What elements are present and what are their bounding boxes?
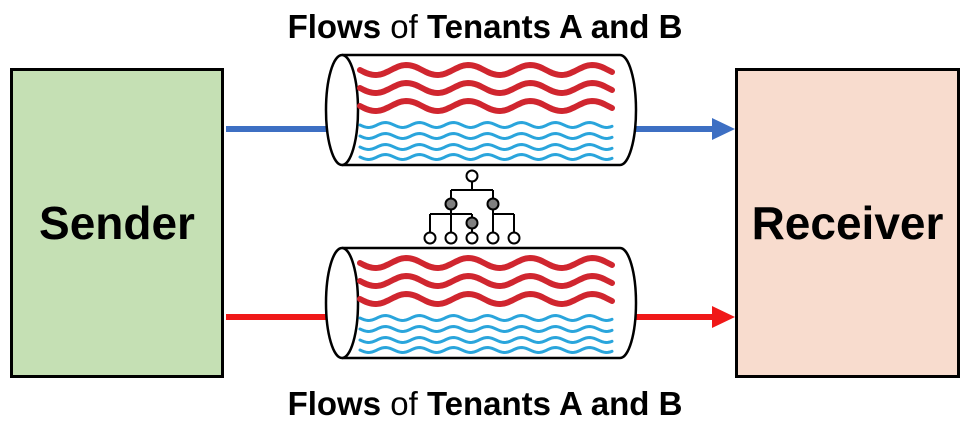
bottom-tenant-b-flow — [358, 335, 614, 345]
top-caption-tenants: Tenants A and B — [426, 8, 683, 45]
bottom-tenant-a-flow — [357, 272, 615, 290]
top-tenant-b-flow — [358, 120, 614, 130]
top-caption-flows: Flows — [287, 8, 382, 45]
top-tenant-a-flow — [357, 97, 615, 115]
bottom-caption-of: of — [381, 385, 427, 422]
bottom-tenant-a-flow — [357, 290, 615, 308]
sender-box: Sender — [10, 68, 224, 378]
top-tenant-a-flow — [357, 61, 615, 79]
sender-label: Sender — [39, 197, 195, 249]
top-tenant-b-flow — [358, 152, 614, 162]
top-caption-of: of — [381, 8, 427, 45]
top-caption: Flows of Tenants A and B — [0, 8, 970, 46]
top-arrowhead — [712, 118, 735, 140]
bottom-tenant-b-flow — [358, 345, 614, 355]
top-tenant-b-flow — [358, 131, 614, 141]
bottom-arrowhead — [712, 306, 735, 328]
top-tunnel — [324, 53, 638, 167]
top-tunnel-mouth — [324, 53, 360, 167]
hierarchy-tree-icon — [423, 169, 521, 245]
bottom-tunnel — [324, 246, 638, 360]
bottom-tunnel-mouth — [324, 246, 360, 360]
top-tenant-b-flow — [358, 142, 614, 152]
receiver-label: Receiver — [751, 197, 944, 249]
bottom-caption-tenants: Tenants A and B — [426, 385, 683, 422]
bottom-tenant-b-flow — [358, 313, 614, 323]
top-tenant-a-flow — [357, 79, 615, 97]
bottom-tenant-b-flow — [358, 324, 614, 334]
bottom-tenant-a-flow — [357, 254, 615, 272]
bottom-caption: Flows of Tenants A and B — [0, 385, 970, 423]
receiver-box: Receiver — [735, 68, 960, 378]
bottom-caption-flows: Flows — [287, 385, 382, 422]
